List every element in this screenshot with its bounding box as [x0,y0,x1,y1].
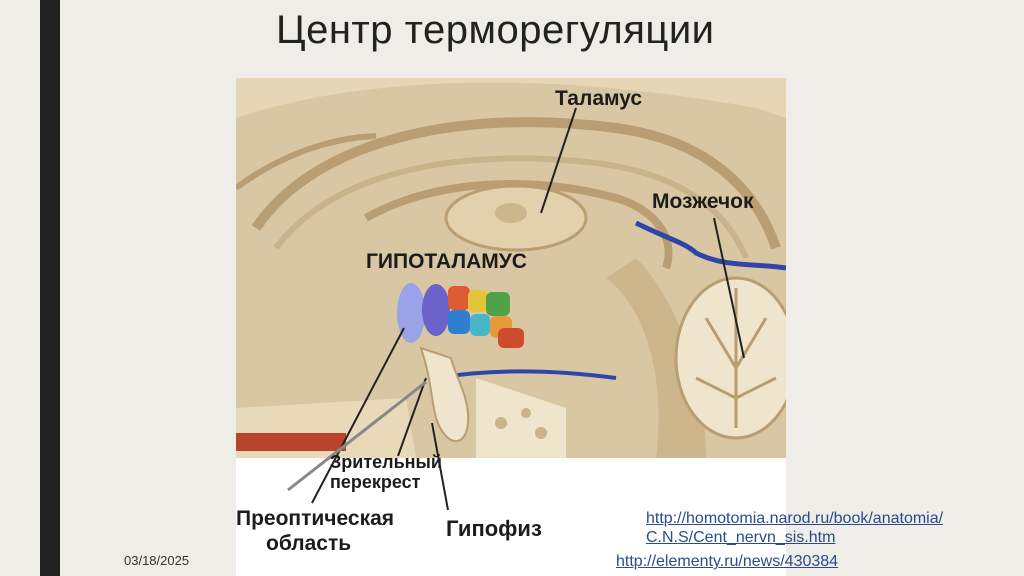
label-preoptic-line2: область [266,532,352,555]
slide-date: 03/18/2025 [124,553,190,568]
label-pituitary: Гипофиз [446,516,542,541]
label-preoptic-area: Преоптическая область [236,506,394,556]
label-preoptic-line1: Преоптическая [236,507,395,530]
source-link-elementy[interactable]: http://elementy.ru/news/430384 [616,553,839,570]
label-optic-chiasm: Зрительный перекрест [330,452,442,492]
slide-title: Центр терморегуляции [276,8,715,52]
label-hypothalamus: ГИПОТАЛАМУС [366,250,527,273]
source-link-homotomia-line1[interactable]: http://homotomia.narod.ru/book/anatomia/ [646,510,944,527]
brain-illustration [236,78,786,576]
brain-diagram [236,78,786,576]
source-link-homotomia-line2[interactable]: C.N.S/Cent_nervn_sis.htm [646,529,836,546]
label-optic-chiasm-line2: перекрест [330,472,421,492]
label-cerebellum: Мозжечок [652,190,754,213]
label-thalamus: Таламус [555,87,643,110]
source-link-homotomia[interactable]: http://homotomia.narod.ru/book/anatomia/… [646,509,943,547]
label-optic-chiasm-line1: Зрительный [330,452,442,472]
left-accent-bar [40,0,60,576]
